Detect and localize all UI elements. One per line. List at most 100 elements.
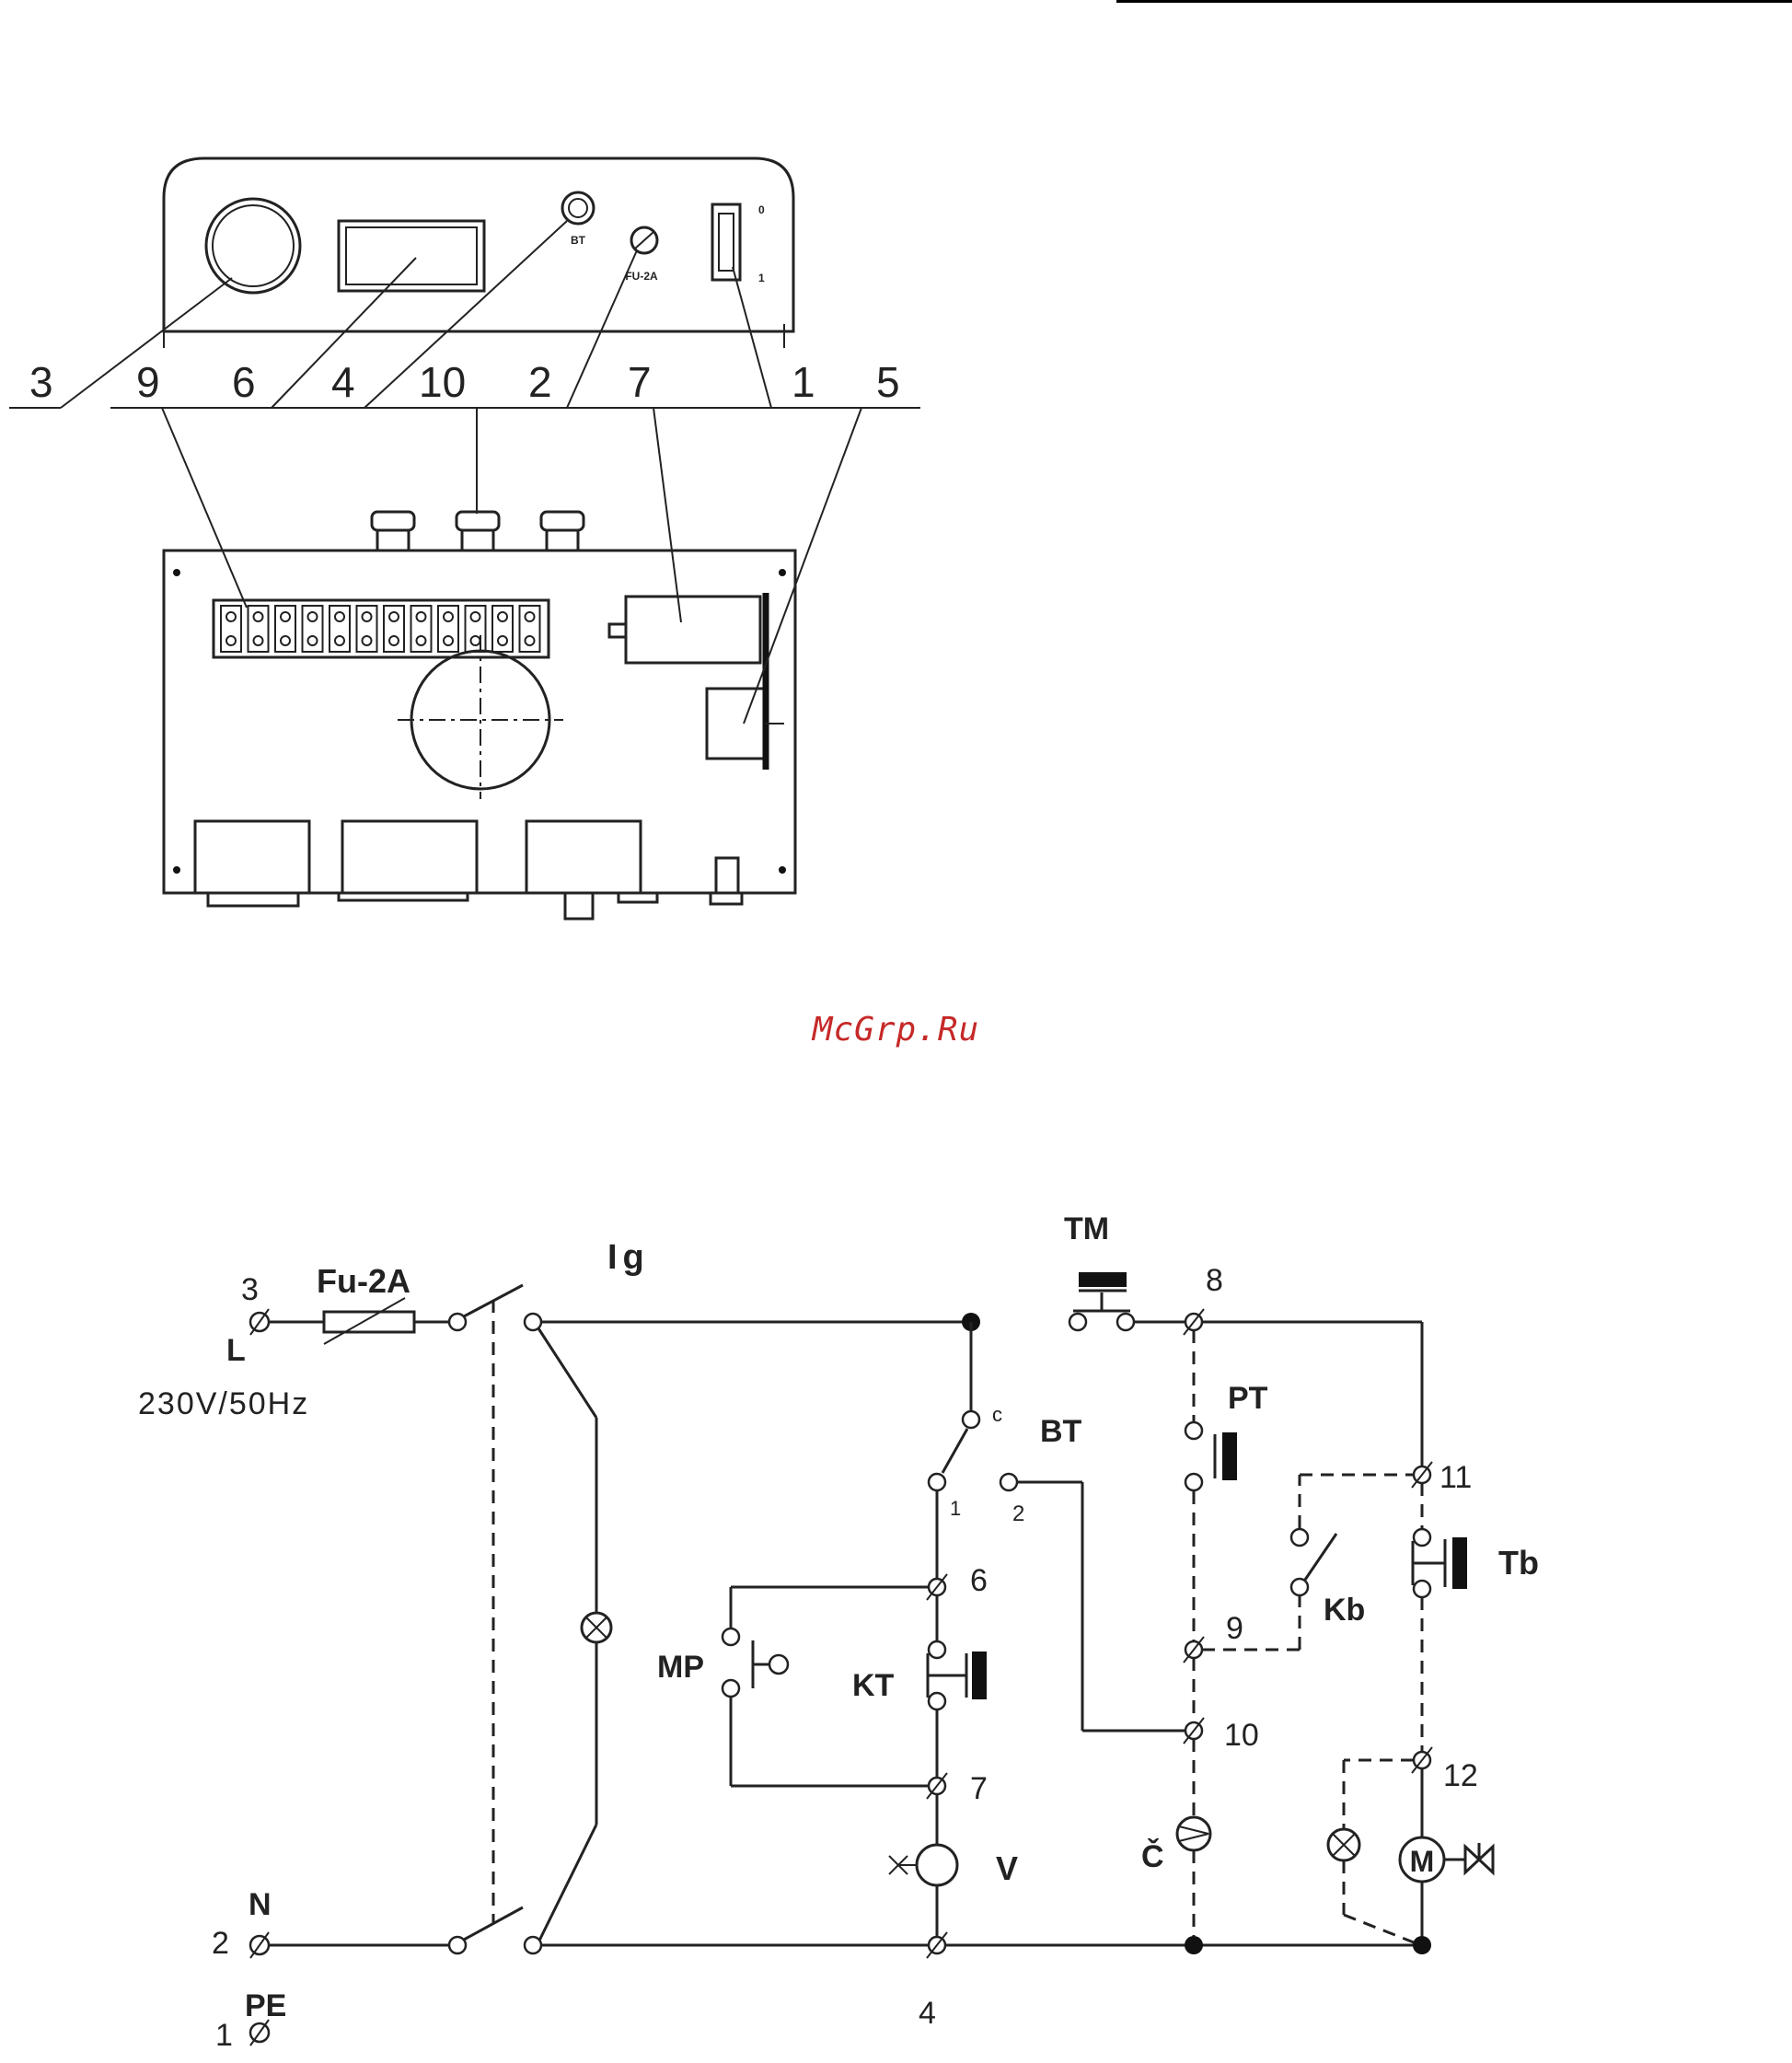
label-tb: Tb [1498,1544,1539,1582]
terminal-screw [254,612,263,621]
callout-4: 4 [331,358,355,406]
bt-indicator-inner [569,199,587,217]
ig-contact-n-out [525,1937,541,1953]
bottom-foot-left [208,893,298,906]
label-tm: TM [1064,1211,1109,1246]
fuse-panel-label: FU-2A [625,270,658,283]
terminal-screw [389,636,399,645]
terminal-screw [389,612,399,621]
kt-contact-a [929,1641,945,1658]
label-terminal-4: 4 [919,1996,936,2031]
circulation-pump-arrow [1179,1826,1208,1841]
callout-2: 2 [528,358,552,406]
bt-blade [942,1429,967,1473]
callout-9: 9 [136,358,160,406]
callout-3: 3 [29,358,53,406]
ig-contact-n-in [449,1937,466,1953]
kb-contact-a [1291,1529,1308,1546]
terminal-screw [471,612,480,621]
bottom-module-center [342,821,477,893]
label-terminal-1: 1 [215,2018,233,2053]
terminal-screw [254,636,263,645]
wire-lamp-top-diag [538,1328,596,1418]
tb-thermal-element [1452,1537,1467,1589]
bt-panel-label: BT [571,234,586,247]
label-terminal-11: 11 [1439,1460,1472,1495]
ig-contact-l-in [449,1314,466,1330]
display-window-inner [346,227,477,284]
callout-6: 6 [232,358,256,406]
fuse-slash [324,1298,405,1344]
callout-2-leader [567,250,637,408]
tm-thermal-element [1079,1272,1127,1287]
switch-on-label: 1 [758,272,765,284]
bottom-knob [565,893,593,919]
motor-label: M [1410,1845,1435,1878]
label-kt: KT [852,1668,895,1703]
label-l: L [226,1333,246,1368]
terminal-screw [471,636,480,645]
callout-5: 5 [876,358,900,406]
callout-7: 7 [628,358,652,406]
power-switch [712,204,740,280]
power-switch-rocker [719,214,734,271]
kb-contact-b [1291,1579,1308,1595]
label-ig: Ig [607,1238,650,1277]
callout-1: 1 [792,358,815,406]
label-terminal-6: 6 [970,1563,988,1598]
mp-button [769,1655,788,1674]
mp-contact-a [723,1628,739,1645]
valve-v [917,1845,957,1885]
bt-contact-c [963,1411,979,1428]
fuse-slot [635,232,653,249]
screw-tl [173,569,180,576]
ig-blade-n [464,1907,523,1940]
terminal-screw [335,636,344,645]
terminal-screw [281,612,290,621]
terminal-screw [335,612,344,621]
display-window [339,221,484,291]
label-terminal-8: 8 [1206,1263,1223,1298]
terminal-screw [363,612,372,621]
bottom-foot-center [339,893,468,900]
terminal-screw [417,636,426,645]
mp-contact-b [723,1680,739,1697]
pt-pressure-element [1222,1432,1237,1480]
screw-bl [173,866,180,874]
callout-7-leader [653,408,681,622]
terminal-screw [308,612,318,621]
relay-tab [609,624,626,637]
kb-blade [1305,1534,1336,1580]
terminal-screw [526,636,535,645]
callout-10: 10 [419,358,466,406]
ig-contact-l-out [525,1314,541,1330]
watermark: McGrp.Ru [0,1011,1792,1049]
terminal-screw [498,636,507,645]
pressure-gauge [206,199,300,293]
bottom-module-right [526,821,641,893]
bottom-module-left [195,821,309,893]
label-pt: PT [1228,1381,1268,1416]
tb-contact-a [1414,1529,1430,1546]
label-bt-c: c [992,1403,1002,1426]
tm-contact-b [1117,1314,1134,1330]
label-n: N [249,1887,272,1922]
cable-glands [372,512,584,551]
node-n-motor [1413,1936,1431,1954]
bottom-foot-right [619,893,657,902]
pt-contact-b [1185,1474,1202,1490]
relay [626,597,760,663]
terminal-screw [281,636,290,645]
terminal-screw [444,612,453,621]
label-terminal-2: 2 [212,1926,229,1961]
label-fuse: Fu-2A [317,1262,410,1300]
terminal-screw [417,612,426,621]
label-bt-2: 2 [1012,1501,1024,1526]
label-pe: PE [245,1988,286,2023]
label-bt: BT [1040,1414,1082,1449]
terminal-screw [444,636,453,645]
screw-br [779,866,786,874]
kt-contact-b [929,1693,945,1710]
wire-lamp-bot-diag [538,1825,596,1942]
terminal-block-cells [221,606,540,652]
